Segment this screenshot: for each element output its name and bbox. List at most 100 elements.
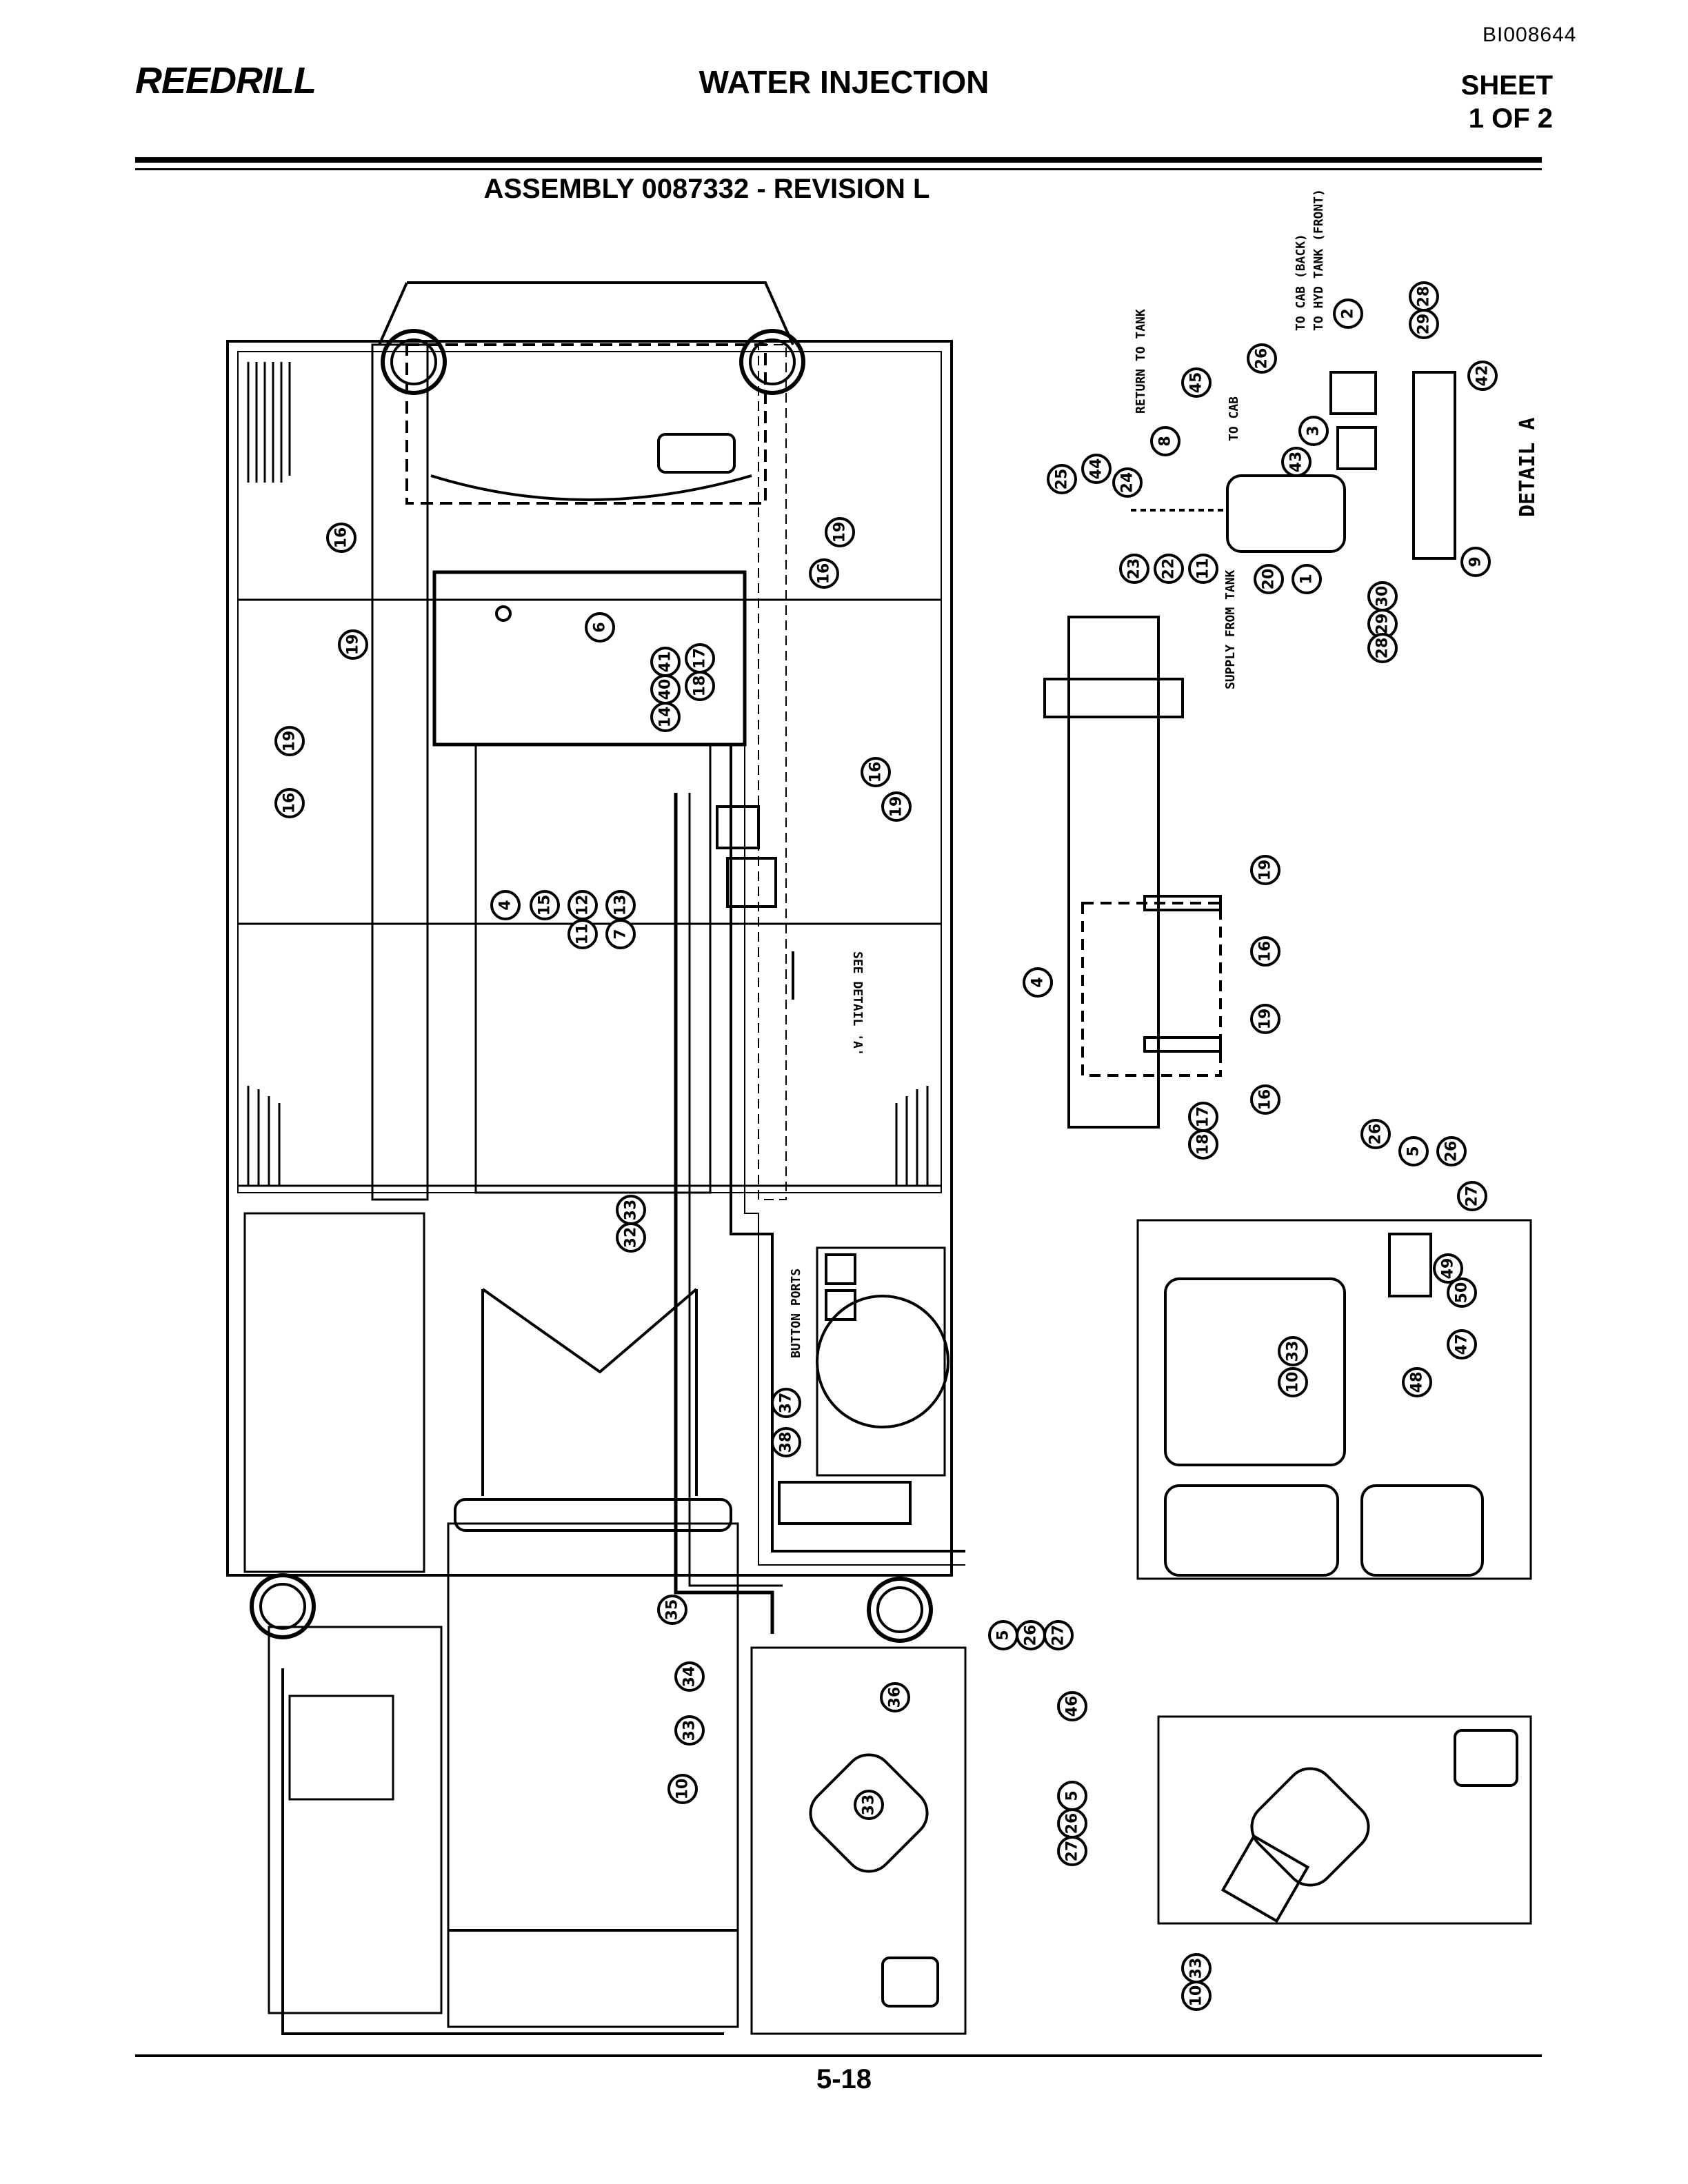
page-number: 5-18: [816, 2064, 872, 2094]
callout-circle: [1043, 1620, 1074, 1650]
callout-bubble: 28: [1367, 633, 1398, 663]
callout-number: 19: [1257, 860, 1274, 881]
callout-number: 18: [1195, 1134, 1212, 1155]
callout-number: 26: [1367, 1124, 1385, 1145]
callout-number: 33: [623, 1200, 640, 1221]
callout-circle: [585, 612, 615, 643]
callout-number: 26: [1023, 1625, 1040, 1646]
callout-number: 38: [778, 1432, 795, 1453]
callout-number: 11: [1195, 558, 1212, 580]
callout-number: 23: [1126, 558, 1143, 580]
callout-circle: [825, 517, 855, 547]
callout-bubble: 12: [567, 890, 598, 920]
callout-number: 8: [1157, 436, 1174, 446]
callout-bubble: 13: [605, 890, 636, 920]
document-id: BI008644: [1483, 23, 1577, 46]
callout-number: 37: [778, 1393, 795, 1414]
callout-number: 26: [1443, 1141, 1460, 1162]
callout-number: 34: [681, 1666, 699, 1688]
callout-circle: [771, 1388, 801, 1418]
callout-bubble: 27: [1457, 1181, 1487, 1211]
callout-number: 14: [657, 707, 674, 728]
callout-number: 29: [1416, 314, 1433, 335]
callout-bubble: 11: [1188, 554, 1218, 584]
callout-circle: [1254, 564, 1284, 594]
callout-number: 33: [861, 1794, 878, 1816]
callout-circle: [771, 1427, 801, 1457]
callout-number: 7: [612, 929, 630, 939]
callout-bubble: 19: [881, 791, 912, 822]
callout-number: 42: [1474, 365, 1491, 387]
callout-bubble: 19: [338, 629, 368, 660]
callout-bubble: 26: [1436, 1136, 1467, 1166]
detail-views: [1043, 371, 1532, 1925]
to-cab-label: TO CAB: [1227, 396, 1241, 441]
callout-bubble: 5: [1057, 1781, 1087, 1811]
callout-circle: [1057, 1691, 1087, 1721]
callout-circle: [685, 671, 715, 701]
callout-bubble: 45: [1181, 367, 1212, 398]
callout-circle: [1436, 1136, 1467, 1166]
callout-number: 16: [1257, 1089, 1274, 1111]
callout-circle: [1360, 1119, 1391, 1149]
callout-number: 13: [612, 895, 630, 916]
callout-number: 28: [1374, 638, 1391, 659]
callout-bubble: 9: [1460, 547, 1491, 577]
callout-bubble: 8: [1150, 426, 1180, 456]
callout-circle: [1154, 554, 1184, 584]
callout-circle: [1250, 1004, 1280, 1034]
callout-circle: [1460, 547, 1491, 577]
callout-bubble: 29: [1409, 309, 1439, 339]
callout-circle: [1112, 467, 1143, 498]
callout-number: 22: [1160, 558, 1178, 580]
callout-number: 28: [1416, 286, 1433, 307]
callout-number: 16: [867, 762, 885, 783]
callout-number: 19: [345, 634, 362, 656]
callout-bubble: 16: [1250, 936, 1280, 967]
callout-bubble: 42: [1467, 361, 1498, 391]
callout-bubble: 32: [616, 1222, 646, 1253]
callout-number: 17: [692, 648, 709, 669]
callout-bubble: 26: [1057, 1808, 1087, 1839]
callout-bubble: 10: [1181, 1981, 1212, 2011]
callout-circle: [1447, 1329, 1477, 1359]
callout-bubble: 16: [809, 558, 839, 589]
callout-circle: [1250, 1084, 1280, 1115]
callout-number: 16: [816, 563, 833, 585]
callout-bubble: 38: [771, 1427, 801, 1457]
callout-bubble: 48: [1402, 1367, 1432, 1397]
callout-bubble: 17: [1188, 1102, 1218, 1132]
callout-number: 19: [281, 731, 299, 752]
callout-number: 10: [1188, 1985, 1205, 2007]
callout-number: 15: [536, 895, 554, 916]
callout-number: 9: [1467, 556, 1485, 567]
callout-number: 26: [1254, 348, 1271, 370]
callout-number: 35: [664, 1599, 681, 1621]
callout-bubble: 28: [1409, 281, 1439, 312]
callout-circle: [274, 726, 305, 756]
callout-bubble: 20: [1254, 564, 1284, 594]
callout-bubble: 14: [650, 702, 681, 732]
callout-bubble: 33: [674, 1715, 705, 1746]
callout-circle: [657, 1595, 687, 1625]
callout-bubble: 27: [1057, 1836, 1087, 1866]
callout-number: 49: [1440, 1258, 1457, 1280]
callout-number: 46: [1064, 1696, 1081, 1717]
callout-bubble: 22: [1154, 554, 1184, 584]
callout-circle: [490, 890, 521, 920]
sheet-label: SHEET: [1460, 70, 1553, 101]
callout-bubble: 16: [1250, 1084, 1280, 1115]
callout-circle: [1333, 299, 1363, 329]
sheet-count: 1 OF 2: [1468, 103, 1553, 134]
callout-number: 12: [574, 895, 592, 916]
callout-number: 29: [1374, 614, 1391, 635]
callout-circle: [1119, 554, 1149, 584]
callout-number: 5: [1064, 1790, 1081, 1801]
see-detail-label: SEE DETAIL 'A': [850, 951, 865, 1056]
callout-circle: [880, 1682, 910, 1712]
callout-bubble: 11: [567, 919, 598, 949]
callout-circle: [674, 1661, 705, 1692]
callout-circle: [530, 890, 560, 920]
callout-bubble: 19: [274, 726, 305, 756]
callout-circle: [1188, 1129, 1218, 1160]
